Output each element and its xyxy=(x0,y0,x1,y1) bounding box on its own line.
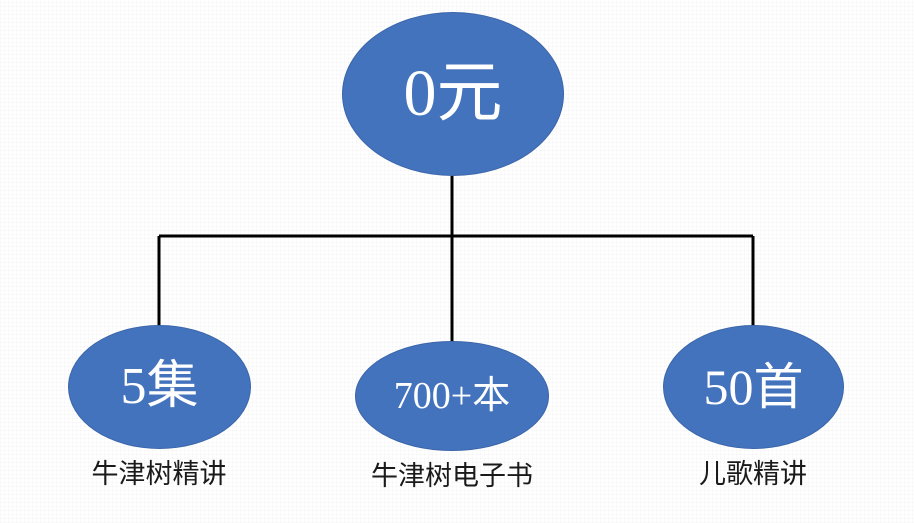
node-root[interactable]: 0元 xyxy=(342,12,564,176)
node-child-0-label: 5集 xyxy=(120,358,199,415)
node-child-1-label: 700+本 xyxy=(393,375,511,417)
node-child-2-label: 50首 xyxy=(703,359,804,415)
node-child-oxford-tree-lessons[interactable]: 5集 xyxy=(68,325,251,449)
caption-child-2: 儿歌精讲 xyxy=(699,459,807,489)
node-child-oxford-tree-ebooks[interactable]: 700+本 xyxy=(355,341,549,451)
caption-child-1: 牛津树电子书 xyxy=(371,461,533,491)
node-child-nursery-rhyme-lessons[interactable]: 50首 xyxy=(663,325,844,449)
caption-child-0: 牛津树精讲 xyxy=(91,459,227,489)
node-root-label: 0元 xyxy=(403,57,503,130)
